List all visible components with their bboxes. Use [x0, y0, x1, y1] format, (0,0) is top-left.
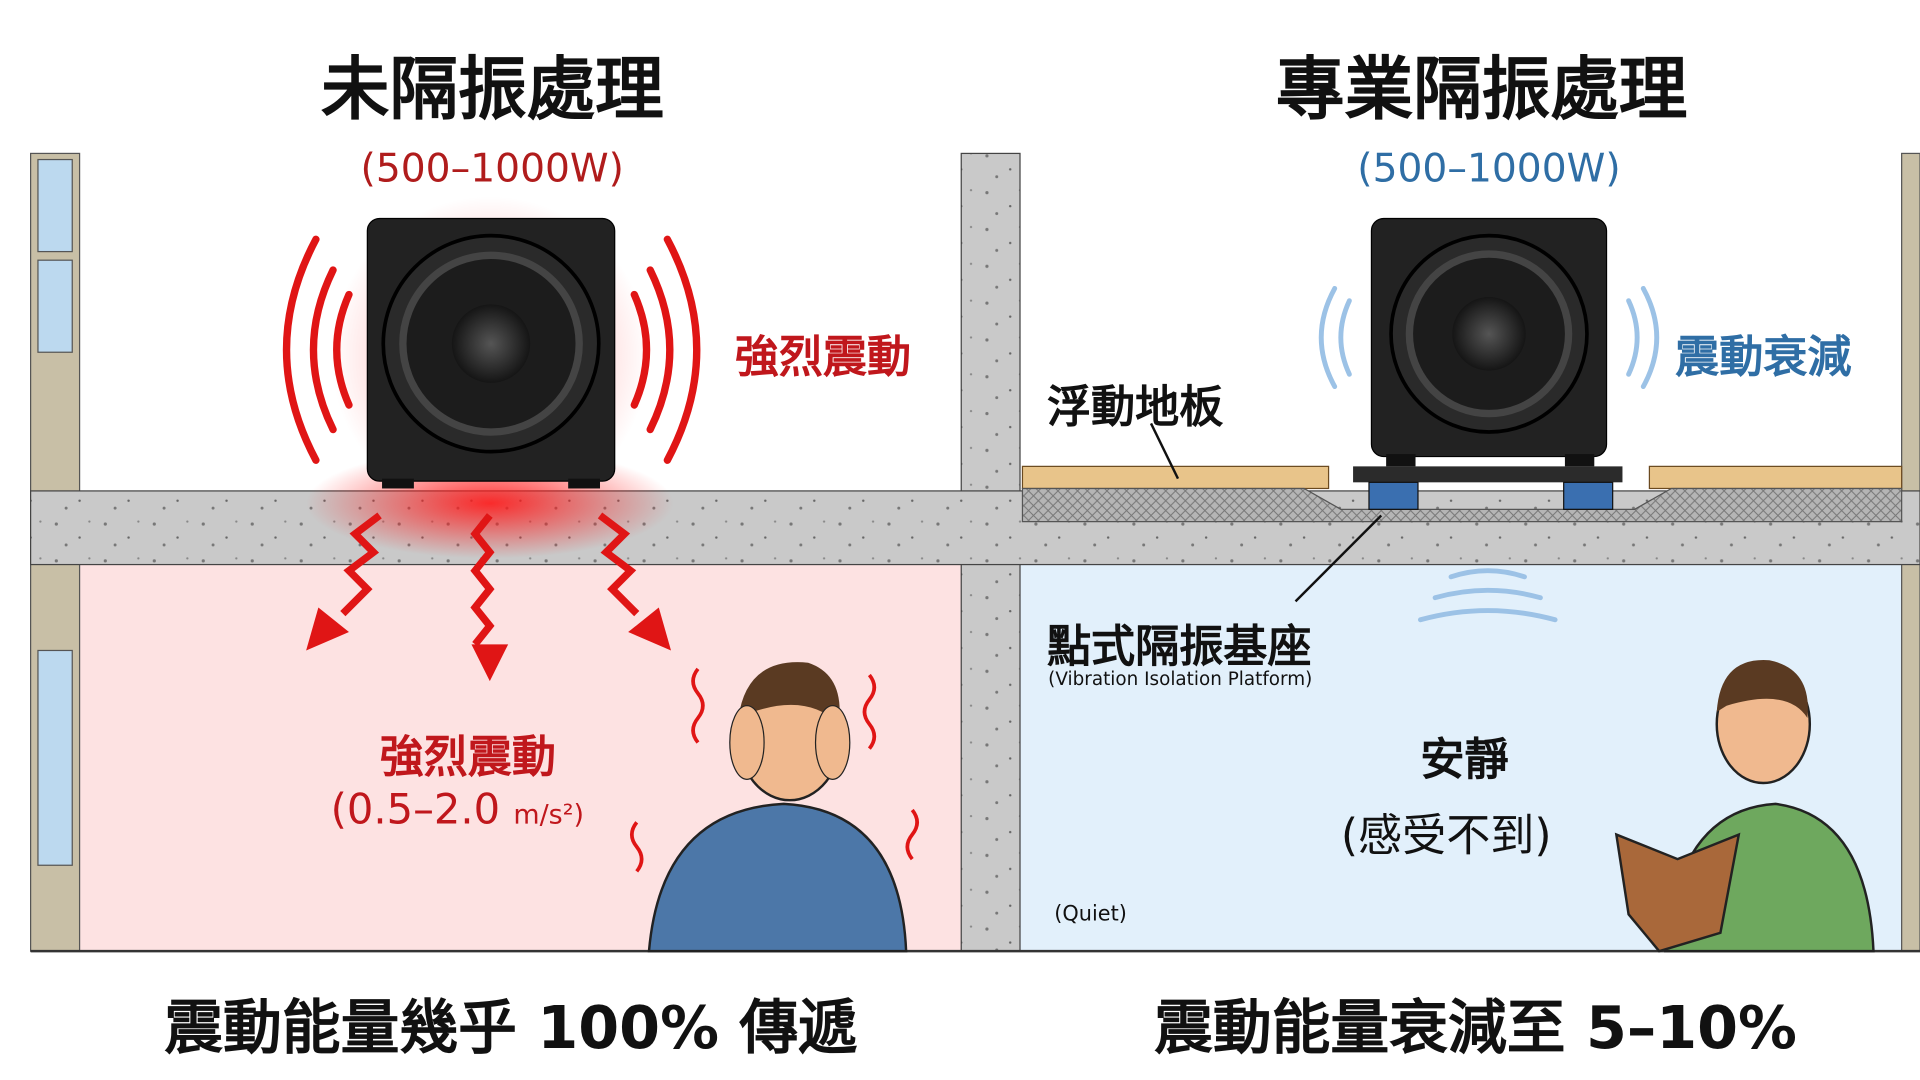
acceleration-value: (0.5–2.0 m/s²): [330, 785, 585, 835]
isolation-platform: [1353, 466, 1623, 510]
strong-vibration-label: 強烈震動: [734, 332, 912, 383]
person-reading-illustration: [1614, 660, 1875, 953]
right-footer: 震動能量衰減至 5–10%: [1154, 994, 1797, 1063]
vibration-waves-left: [282, 235, 701, 464]
platform-label-en: (Vibration Isolation Platform): [1048, 667, 1313, 690]
right-title: 專業隔振處理: [1275, 50, 1688, 131]
vibration-attenuation-label: 震動衰減: [1675, 332, 1852, 383]
vibration-arrows: [340, 512, 640, 647]
platform-label: 點式隔振基座: [1046, 622, 1312, 673]
floating-floor-right: [1648, 465, 1903, 490]
floating-floor-left: [1021, 465, 1330, 490]
left-title: 未隔振處理: [320, 50, 664, 131]
quiet-label: 安靜: [1420, 735, 1509, 786]
person-disturbed-illustration: [630, 662, 919, 953]
right-power-rating: (500–1000W): [1357, 144, 1621, 192]
floating-floor-label: 浮動地板: [1046, 382, 1224, 434]
damping-layer: [1021, 487, 1903, 523]
subwoofer-right: [1370, 217, 1608, 467]
left-power-rating: (500–1000W): [360, 144, 624, 192]
not-felt-label: (感受不到): [1340, 811, 1552, 862]
subwoofer-left: [366, 217, 616, 489]
quiet-en-label: (Quiet): [1054, 902, 1127, 927]
attenuated-waves: [1318, 285, 1660, 623]
room-vibration-label: 強烈震動: [379, 732, 556, 784]
left-footer: 震動能量幾乎 100% 傳遞: [164, 994, 857, 1063]
